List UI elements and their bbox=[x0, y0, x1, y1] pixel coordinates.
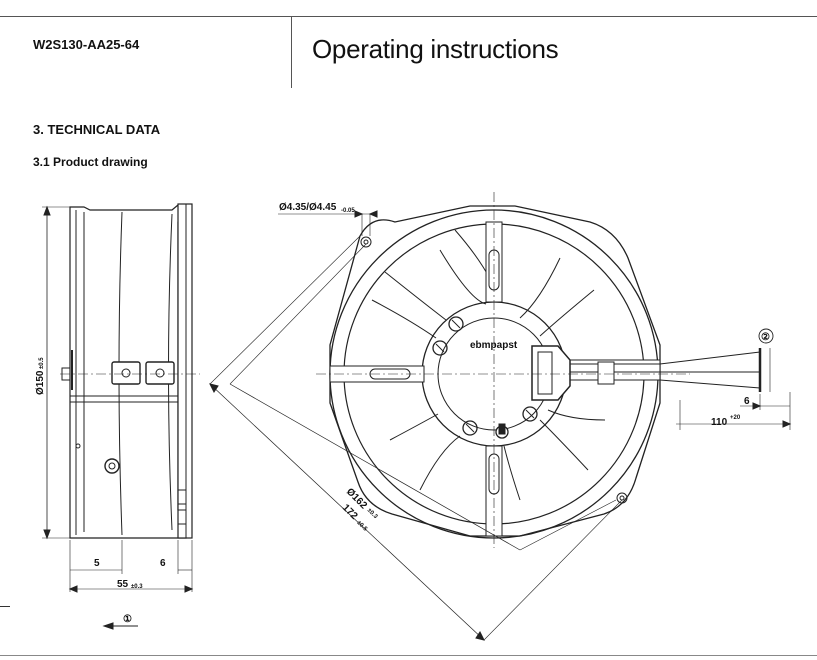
circle-tolerance: ±0.3 bbox=[366, 508, 379, 521]
header-divider bbox=[291, 16, 292, 88]
side-view bbox=[42, 203, 200, 630]
diameter-tolerance: ±0.5 bbox=[39, 357, 45, 369]
hole-tolerance: -0.05 bbox=[341, 208, 355, 214]
product-drawing: ebmpapst Ø4.35/Ø4.45 -0.05 Ø150 ±0.5 Ø16… bbox=[35, 192, 792, 641]
lead-length-dimension: 110 bbox=[711, 417, 728, 428]
section-heading: 3. TECHNICAL DATA bbox=[33, 122, 161, 137]
brand-logo: ebmpapst bbox=[470, 340, 518, 351]
leads-callout: ② bbox=[761, 332, 770, 343]
subsection-heading: 3.1 Product drawing bbox=[33, 155, 148, 169]
diagonal-tolerance: ±0.5 bbox=[355, 520, 368, 533]
depth-dimension: 55 bbox=[117, 579, 129, 590]
lead-length-tolerance: +20 bbox=[730, 415, 741, 421]
flange-left-dimension: 5 bbox=[94, 558, 100, 569]
footer-rule bbox=[0, 655, 817, 656]
front-view bbox=[209, 192, 792, 641]
model-number: W2S130-AA25-64 bbox=[33, 37, 140, 52]
diameter-dimension: Ø150 bbox=[35, 370, 46, 395]
margin-mark bbox=[0, 606, 10, 607]
depth-tolerance: ±0.3 bbox=[131, 584, 143, 590]
airflow-callout: ① bbox=[123, 614, 132, 625]
flange-right-dimension: 6 bbox=[160, 558, 166, 569]
strip-length-dimension: 6 bbox=[744, 396, 750, 407]
document-title: Operating instructions bbox=[312, 34, 559, 64]
header-top-rule bbox=[0, 16, 817, 17]
hole-dimension: Ø4.35/Ø4.45 bbox=[279, 202, 337, 213]
